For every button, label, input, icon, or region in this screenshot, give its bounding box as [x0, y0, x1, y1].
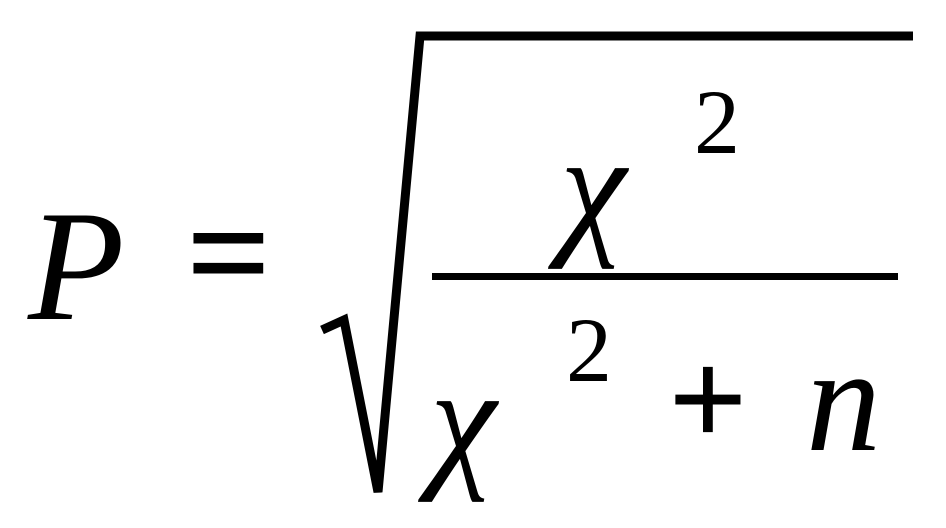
- fraction-bar: [432, 273, 898, 280]
- denominator-variable-n: n: [806, 317, 881, 483]
- numerator-chi: χ: [560, 104, 626, 270]
- numerator-exponent: 2: [694, 71, 740, 173]
- denominator-exponent: 2: [566, 299, 612, 401]
- denominator-chi: χ: [430, 337, 496, 503]
- plus-sign: +: [668, 322, 748, 477]
- lhs-variable-p: P: [28, 179, 125, 354]
- equals-sign: =: [186, 170, 272, 336]
